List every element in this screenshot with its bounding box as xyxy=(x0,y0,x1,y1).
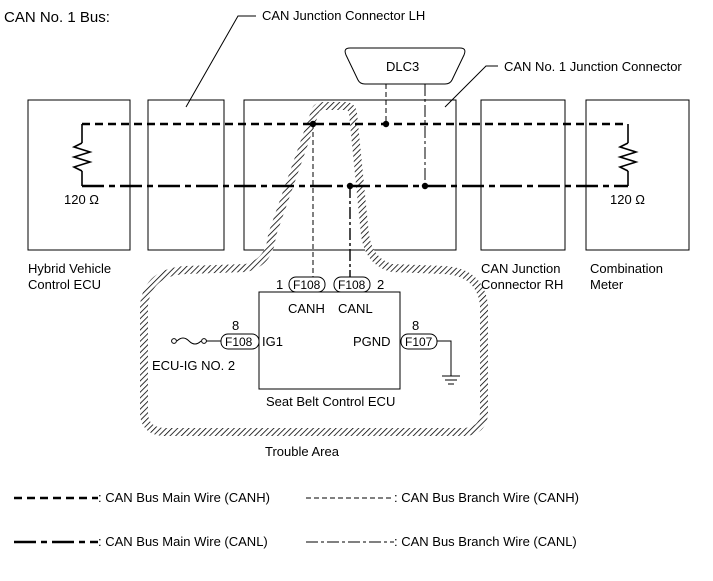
splice-canl-1 xyxy=(346,182,354,190)
sig-pgnd-label: PGND xyxy=(353,334,391,349)
conn-pgnd-label: F107 xyxy=(405,335,433,349)
hybrid-ecu-box xyxy=(27,99,131,251)
meter-label-1: Combination xyxy=(590,261,663,276)
hybrid-ecu-label-1: Hybrid Vehicle xyxy=(28,261,111,276)
sig-canh-label: CANH xyxy=(288,301,325,316)
junction-no1-leader xyxy=(444,65,498,108)
conn-canl-label: F108 xyxy=(338,278,366,292)
junction-lh-box xyxy=(147,99,225,251)
conn-canh-pill xyxy=(288,276,326,293)
sig-canl-label: CANL xyxy=(338,301,373,316)
terminator-resistor-left xyxy=(71,124,93,186)
resistor-right-value: 120 Ω xyxy=(610,192,645,207)
splice-canh-2 xyxy=(382,120,390,128)
splice-canh-1 xyxy=(309,120,317,128)
pin-ig1-number: 8 xyxy=(232,318,239,333)
meter-label-2: Meter xyxy=(590,277,624,292)
conn-canh-label: F108 xyxy=(293,278,321,292)
sig-ig1-label: IG1 xyxy=(262,334,283,349)
pin-canl-number: 2 xyxy=(377,277,384,292)
conn-ig1-label: F108 xyxy=(225,335,253,349)
trouble-area-outline xyxy=(140,102,488,436)
seat-belt-ecu-box xyxy=(258,291,401,390)
fuse-label: ECU-IG NO. 2 xyxy=(152,358,235,373)
seat-belt-ecu-label: Seat Belt Control ECU xyxy=(266,394,395,409)
diagram-title: CAN No. 1 Bus: xyxy=(4,9,110,26)
junction-no1-label: CAN No. 1 Junction Connector xyxy=(504,59,682,74)
conn-canl-pill xyxy=(333,276,371,293)
terminator-resistor-right xyxy=(617,124,639,186)
junction-rh-label-2: Connector RH xyxy=(481,277,563,292)
dlc3-label: DLC3 xyxy=(386,59,419,74)
combination-meter-box xyxy=(585,99,690,251)
fuse-symbol xyxy=(171,337,221,345)
trouble-area-label: Trouble Area xyxy=(265,444,340,459)
legend-main-canh-label: : CAN Bus Main Wire (CANH) xyxy=(98,490,270,505)
legend: : CAN Bus Main Wire (CANH) : CAN Bus Bra… xyxy=(14,490,579,549)
legend-branch-canl-label: : CAN Bus Branch Wire (CANL) xyxy=(394,534,577,549)
dlc3-connector xyxy=(344,47,466,85)
hybrid-ecu-label-2: Control ECU xyxy=(28,277,101,292)
junction-rh-label-1: CAN Junction xyxy=(481,261,560,276)
splice-canl-2 xyxy=(421,182,429,190)
resistor-left-value: 120 Ω xyxy=(64,192,99,207)
legend-main-canl-label: : CAN Bus Main Wire (CANL) xyxy=(98,534,268,549)
junction-lh-leader xyxy=(185,15,256,108)
ground-symbol xyxy=(437,340,460,385)
junction-lh-label: CAN Junction Connector LH xyxy=(262,8,425,23)
legend-branch-canh-label: : CAN Bus Branch Wire (CANH) xyxy=(394,490,579,505)
junction-rh-box xyxy=(480,99,566,251)
pin-canh-number: 1 xyxy=(276,277,283,292)
pin-pgnd-number: 8 xyxy=(412,318,419,333)
